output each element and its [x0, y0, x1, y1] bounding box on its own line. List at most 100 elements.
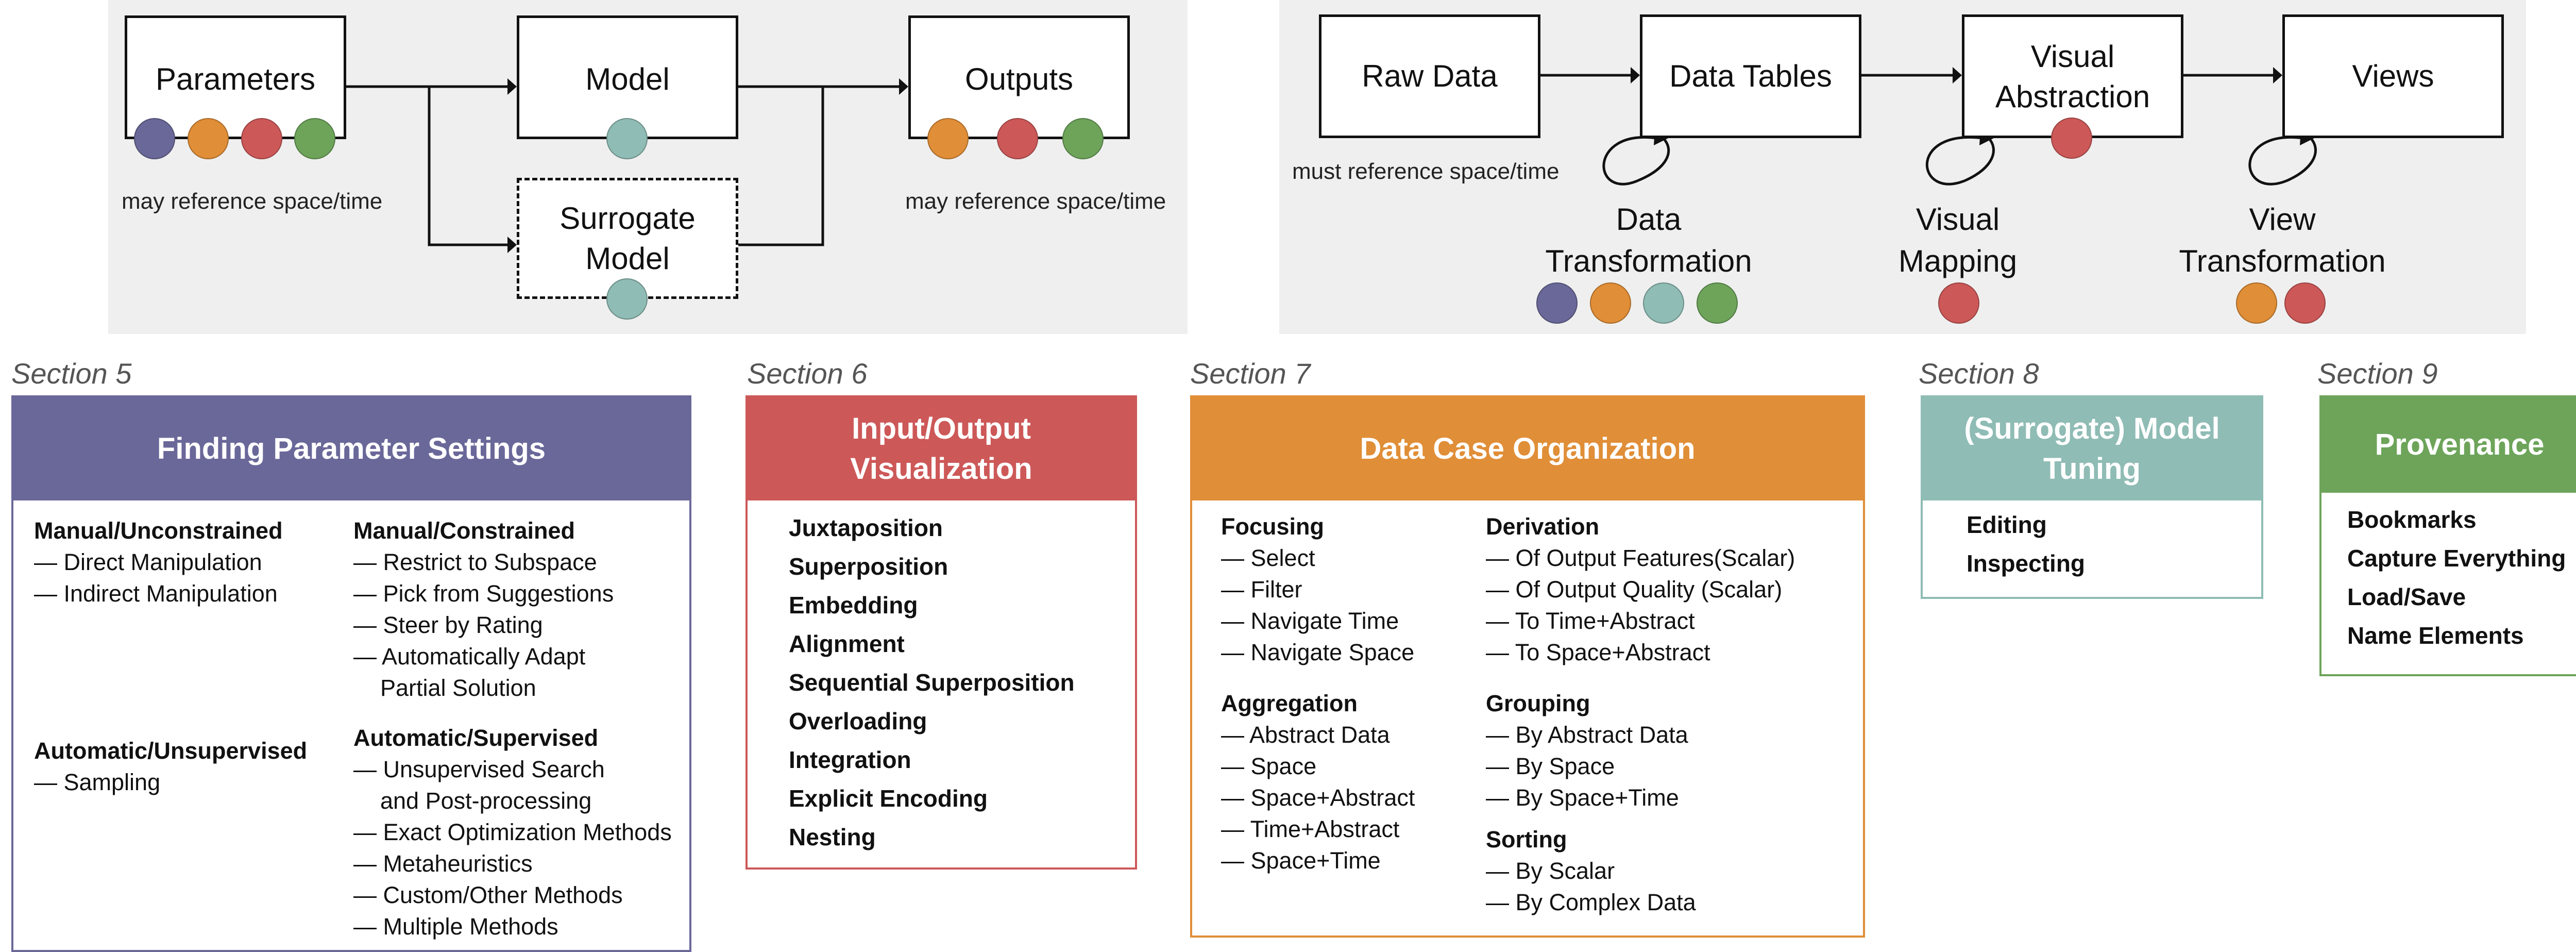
- list-item: Load/Save: [2347, 583, 2466, 610]
- red-dot: [2284, 282, 2326, 324]
- group-title: Sorting: [1486, 826, 1567, 853]
- green-dot: [1062, 118, 1104, 159]
- orange-dot: [1590, 282, 1631, 324]
- teal-dot: [606, 118, 648, 159]
- orange-dot: [927, 118, 969, 159]
- section-7-title: Data Case Organization: [1360, 431, 1696, 465]
- outputs-note: may reference space/time: [905, 189, 1166, 214]
- data-tables-label: Data Tables: [1669, 59, 1832, 93]
- parameters-label: Parameters: [155, 62, 316, 96]
- list-item: — Indirect Manipulation: [34, 580, 278, 607]
- data-transformation-line2: Transformation: [1545, 244, 1752, 278]
- visual-abstraction-line2: Abstraction: [1995, 79, 2150, 114]
- group-title: Aggregation: [1221, 690, 1358, 716]
- s5-col-right: Manual/Constrained — Restrict to Subspac…: [353, 515, 672, 942]
- outputs-box: Outputs: [908, 15, 1130, 139]
- list-item: Integration: [789, 746, 911, 773]
- list-item: — Navigate Space: [1221, 639, 1415, 665]
- list-item: Inspecting: [1967, 550, 2086, 577]
- list-item: — Pick from Suggestions: [353, 580, 614, 607]
- list-item: — Space: [1221, 753, 1317, 779]
- list-item: Bookmarks: [2347, 506, 2477, 533]
- section-9-card: Provenance Bookmarks Capture Everything …: [2319, 395, 2576, 676]
- list-item: — Space+Abstract: [1221, 784, 1415, 811]
- views-box: Views: [2282, 14, 2504, 138]
- group-title: Derivation: [1486, 513, 1600, 540]
- raw-data-box: Raw Data: [1319, 14, 1540, 138]
- s7-col-right: Derivation — Of Output Features(Scalar) …: [1486, 511, 1795, 918]
- list-item: — By Scalar: [1486, 858, 1615, 884]
- section-6-title-line1: Input/Output: [852, 411, 1031, 445]
- section-7-card: Data Case Organization Focusing — Select…: [1190, 395, 1865, 938]
- section-5-card: Finding Parameter Settings Manual/Uncons…: [11, 395, 691, 952]
- list-item: — Space+Time: [1221, 847, 1381, 874]
- model-box: Model: [517, 15, 738, 139]
- section-6-header: Input/Output Visualization: [748, 397, 1135, 500]
- group-title: Manual/Constrained: [353, 517, 575, 544]
- list-item: Nesting: [789, 824, 876, 850]
- data-transformation-label: Data Transformation: [1525, 198, 1772, 282]
- section-6-title-line2: Visualization: [850, 452, 1032, 486]
- purple-dot: [1536, 282, 1578, 324]
- list-item: — Direct Manipulation: [34, 549, 262, 575]
- list-item: — By Complex Data: [1486, 889, 1696, 915]
- list-item: Editing: [1967, 511, 2047, 538]
- s8-list: Editing Inspecting: [1967, 506, 2085, 583]
- list-item: Alignment: [789, 630, 905, 657]
- list-item: Superposition: [789, 553, 948, 580]
- group-title: Automatic/Supervised: [353, 725, 599, 751]
- red-dot: [997, 118, 1038, 159]
- surrogate-label-line1: Surrogate: [560, 201, 696, 236]
- data-tables-box: Data Tables: [1640, 14, 1861, 138]
- outputs-label: Outputs: [964, 62, 1074, 96]
- section-5-title: Finding Parameter Settings: [157, 431, 546, 465]
- list-item: Capture Everything: [2347, 545, 2566, 572]
- parameters-box: Parameters: [125, 15, 346, 139]
- visual-abstraction-line1: Visual: [2030, 39, 2115, 74]
- list-item: — Multiple Methods: [353, 913, 558, 940]
- list-item: — Filter: [1221, 576, 1302, 603]
- list-item: — To Space+Abstract: [1486, 639, 1710, 665]
- list-item: — Steer by Rating: [353, 612, 543, 638]
- section-9-header: Provenance: [2321, 397, 2576, 493]
- section-7-header: Data Case Organization: [1192, 397, 1863, 500]
- list-item: Embedding: [789, 592, 918, 619]
- list-item: — Custom/Other Methods: [353, 882, 623, 908]
- list-item: Name Elements: [2347, 622, 2524, 649]
- section-8-card: (Surrogate) Model Tuning Editing Inspect…: [1921, 395, 2263, 599]
- visual-mapping-line1: Visual: [1916, 202, 2000, 237]
- list-item: — Metaheuristics: [353, 850, 533, 877]
- section-7-label: Section 7: [1190, 357, 1311, 390]
- list-item: and Post-processing: [380, 788, 592, 814]
- parameters-note: may reference space/time: [122, 189, 383, 214]
- list-item: — Sampling: [34, 769, 161, 795]
- group-title: Focusing: [1221, 513, 1324, 540]
- list-item: — Abstract Data: [1221, 722, 1390, 748]
- section-8-header: (Surrogate) Model Tuning: [1923, 397, 2261, 500]
- s7-col-left: Focusing — Select — Filter — Navigate Ti…: [1221, 511, 1415, 876]
- teal-dot: [606, 278, 648, 320]
- section-9-title: Provenance: [2375, 428, 2545, 462]
- section-5-label: Section 5: [11, 357, 132, 390]
- section-8-label: Section 8: [1919, 357, 2039, 390]
- list-item: — Unsupervised Search: [353, 756, 605, 782]
- raw-data-note: must reference space/time: [1292, 159, 1560, 184]
- list-item: — Automatically Adapt: [353, 643, 586, 670]
- model-label: Model: [585, 62, 670, 96]
- surrogate-label-line2: Model: [585, 241, 670, 276]
- list-item: — Navigate Time: [1221, 608, 1399, 634]
- red-dot: [241, 118, 282, 159]
- raw-data-label: Raw Data: [1362, 59, 1498, 93]
- list-item: — Exact Optimization Methods: [353, 819, 672, 845]
- visual-mapping-label: Visual Mapping: [1855, 198, 2061, 282]
- group-title: Manual/Unconstrained: [34, 517, 283, 544]
- group-title: Grouping: [1486, 690, 1590, 716]
- surrogate-model-box: Surrogate Model: [517, 178, 738, 299]
- list-item: — By Space+Time: [1486, 784, 1679, 811]
- section-8-title-line1: (Surrogate) Model: [1964, 411, 2220, 445]
- red-dot: [2051, 118, 2092, 159]
- data-transformation-line1: Data: [1616, 202, 1682, 237]
- orange-dot: [2236, 282, 2277, 324]
- visual-mapping-line2: Mapping: [1898, 244, 2018, 278]
